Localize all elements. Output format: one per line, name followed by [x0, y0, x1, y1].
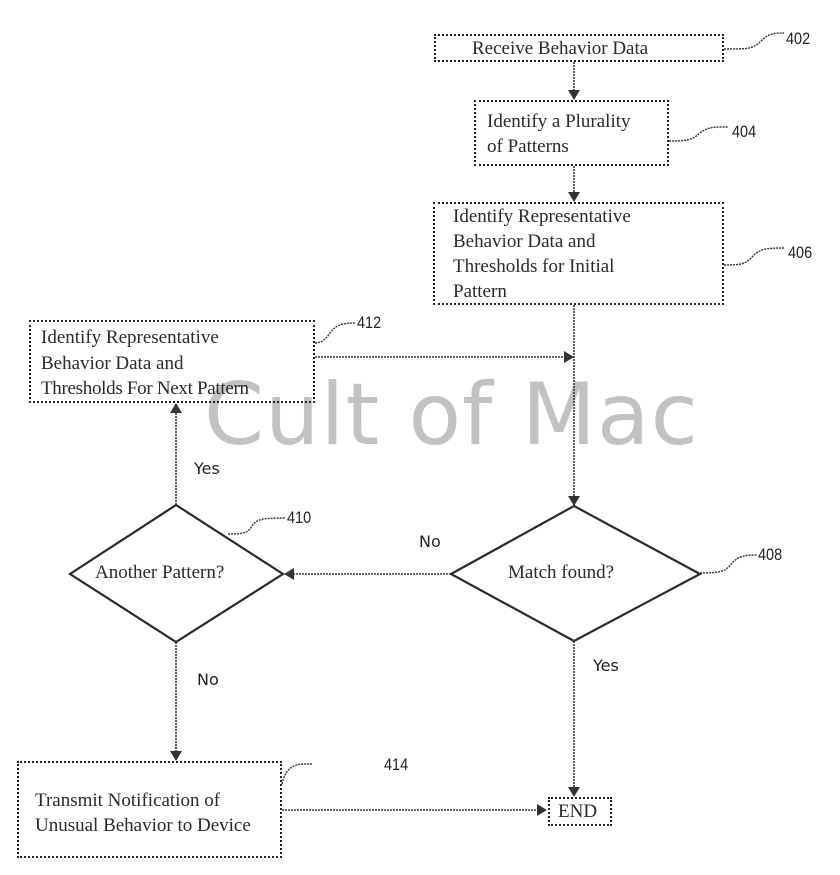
ref-label-410: 410 — [287, 508, 312, 527]
decision-text-408: Match found? — [508, 562, 615, 583]
process-box-406: Identify Representative Behavior Data an… — [433, 202, 724, 305]
end-text: END — [558, 801, 598, 822]
decision-410-shape — [67, 503, 286, 644]
leader-414 — [281, 763, 313, 785]
end-terminal: END — [548, 797, 612, 826]
leader-406 — [723, 247, 786, 266]
leader-410 — [227, 517, 286, 535]
leader-408 — [699, 554, 758, 574]
decision-408-shape — [448, 504, 703, 643]
process-box-402: Receive Behavior Data — [434, 34, 724, 62]
process-text-406-line-4: Pattern — [453, 281, 507, 302]
process-text-404-line-2: of Patterns — [487, 136, 569, 157]
ref-label-414: 414 — [384, 755, 409, 774]
process-text-406-line-3: Thresholds for Initial — [453, 256, 615, 277]
process-text-412-line-2: Behavior Data and — [41, 353, 184, 374]
edge-label-410-yes: Yes — [194, 459, 220, 478]
edge-label-410-no: No — [197, 670, 219, 689]
ref-label-412: 412 — [357, 313, 382, 332]
process-text-406-line-2: Behavior Data and — [453, 231, 596, 252]
ref-label-406: 406 — [788, 243, 813, 262]
process-text-402: Receive Behavior Data — [472, 38, 649, 59]
ref-label-402: 402 — [786, 29, 811, 48]
process-box-412: Identify Representative Behavior Data an… — [29, 320, 315, 403]
ref-label-408: 408 — [758, 545, 783, 564]
process-text-406-line-1: Identify Representative — [453, 206, 631, 227]
process-text-412-line-3: Thresholds For Next Pattern — [41, 378, 249, 399]
process-text-414-line-1: Transmit Notification of — [35, 790, 221, 811]
process-box-404: Identify a Plurality of Patterns — [474, 100, 669, 166]
leader-404 — [668, 126, 729, 142]
decision-text-410: Another Pattern? — [95, 562, 225, 583]
watermark: Cult of Mac — [204, 365, 699, 465]
edge-label-408-no: No — [419, 532, 441, 551]
process-text-404-line-1: Identify a Plurality — [487, 111, 631, 132]
process-text-414-line-2: Unusual Behavior to Device — [35, 815, 251, 836]
ref-label-404: 404 — [732, 122, 757, 141]
process-text-412-line-1: Identify Representative — [41, 327, 219, 348]
leader-412 — [314, 322, 357, 344]
process-box-414: Transmit Notification of Unusual Behavio… — [17, 761, 282, 858]
edge-label-408-yes: Yes — [593, 656, 619, 675]
leader-402 — [723, 32, 785, 50]
